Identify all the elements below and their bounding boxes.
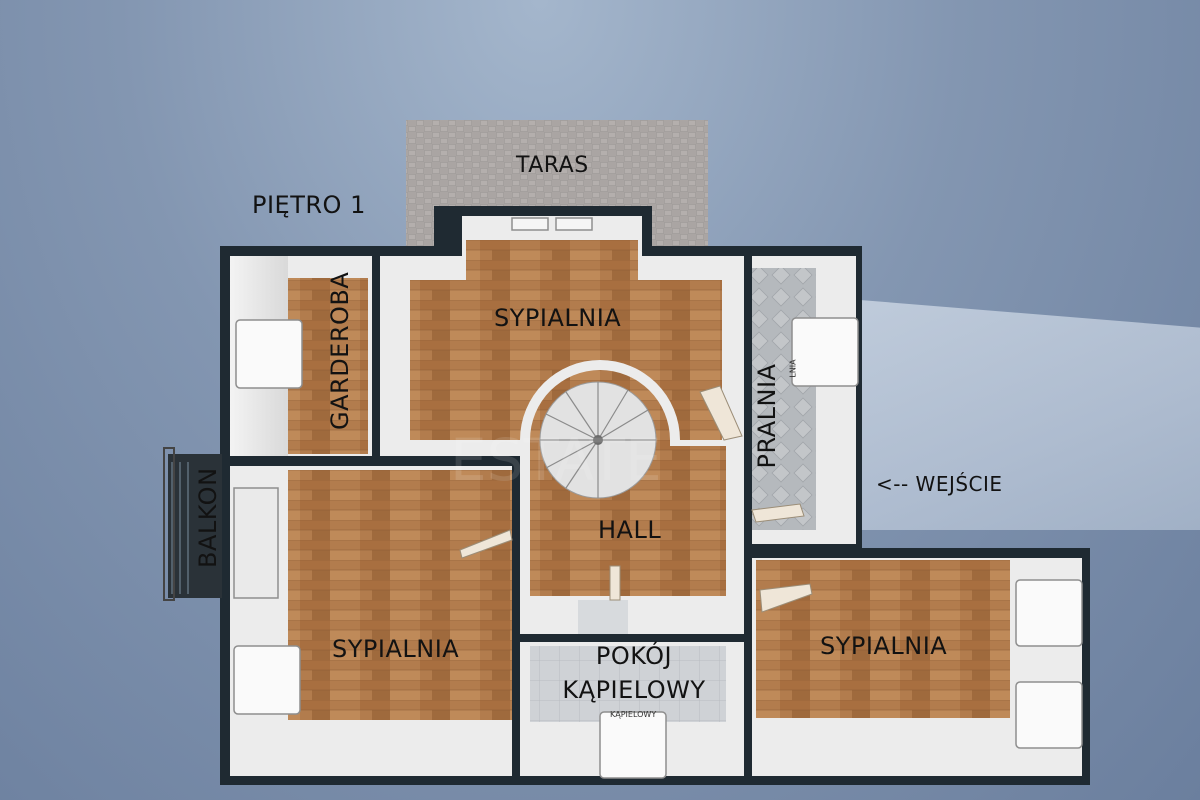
terrace-label: TARAS [516,153,589,178]
bedroom-right-label: SYPIALNIA [820,632,948,660]
watermark-text: ESTATE [450,426,662,494]
wardrobe-label: GARDEROBA [326,271,354,430]
bathroom-label-line1: POKÓJ [595,642,673,670]
floor-label: PIĘTRO 1 [252,191,366,219]
bathroom-small-label: KĄPIELOWY [610,710,657,719]
bedroom-top-label: SYPIALNIA [494,304,622,332]
hall-label: HALL [598,516,662,544]
entrance-label: <-- WEJŚCIE [876,472,1003,496]
laundry-small-label: LNIA [788,359,798,378]
bathroom-label-line2: KĄPIELOWY [562,676,706,704]
bedroom-left-label: SYPIALNIA [332,635,460,663]
ground-shadow [860,300,1200,530]
spiral-staircase [539,381,657,499]
balcony-floor [168,454,222,598]
laundry-label: PRALNIA [753,363,781,469]
balcony-label: BALKON [194,467,222,568]
